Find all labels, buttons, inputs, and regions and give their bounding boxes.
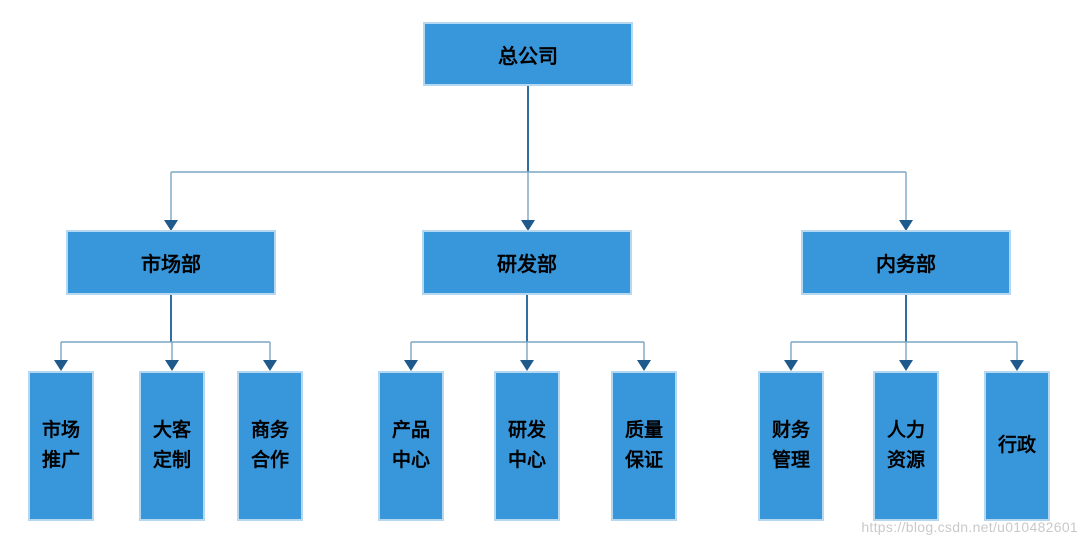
- arrowhead-icon: [164, 220, 178, 231]
- arrowhead-icon: [54, 360, 68, 371]
- node-business-cooperation: 商务合作: [237, 371, 303, 521]
- arrowhead-icon: [521, 220, 535, 231]
- csdn-watermark: https://blog.csdn.net/u010482601: [861, 519, 1078, 535]
- node-marketing-dept: 市场部: [66, 230, 276, 295]
- arrowhead-icon: [165, 360, 179, 371]
- arrowhead-icon: [1010, 360, 1024, 371]
- node-quality-assurance: 质量保证: [611, 371, 677, 521]
- arrowhead-icon: [520, 360, 534, 371]
- node-head-office: 总公司: [423, 22, 633, 86]
- node-rnd-center: 研发中心: [494, 371, 560, 521]
- node-administration: 行政: [984, 371, 1050, 521]
- node-market-promotion: 市场推广: [28, 371, 94, 521]
- node-financial-management: 财务管理: [758, 371, 824, 521]
- node-human-resources: 人力资源: [873, 371, 939, 521]
- arrowhead-icon: [899, 220, 913, 231]
- node-internal-affairs-dept: 内务部: [801, 230, 1011, 295]
- arrowhead-icon: [404, 360, 418, 371]
- node-key-account-customization: 大客定制: [139, 371, 205, 521]
- node-product-center: 产品中心: [378, 371, 444, 521]
- arrowhead-icon: [899, 360, 913, 371]
- node-rnd-dept: 研发部: [422, 230, 632, 295]
- arrowhead-icon: [637, 360, 651, 371]
- arrowhead-icon: [784, 360, 798, 371]
- arrowhead-icon: [263, 360, 277, 371]
